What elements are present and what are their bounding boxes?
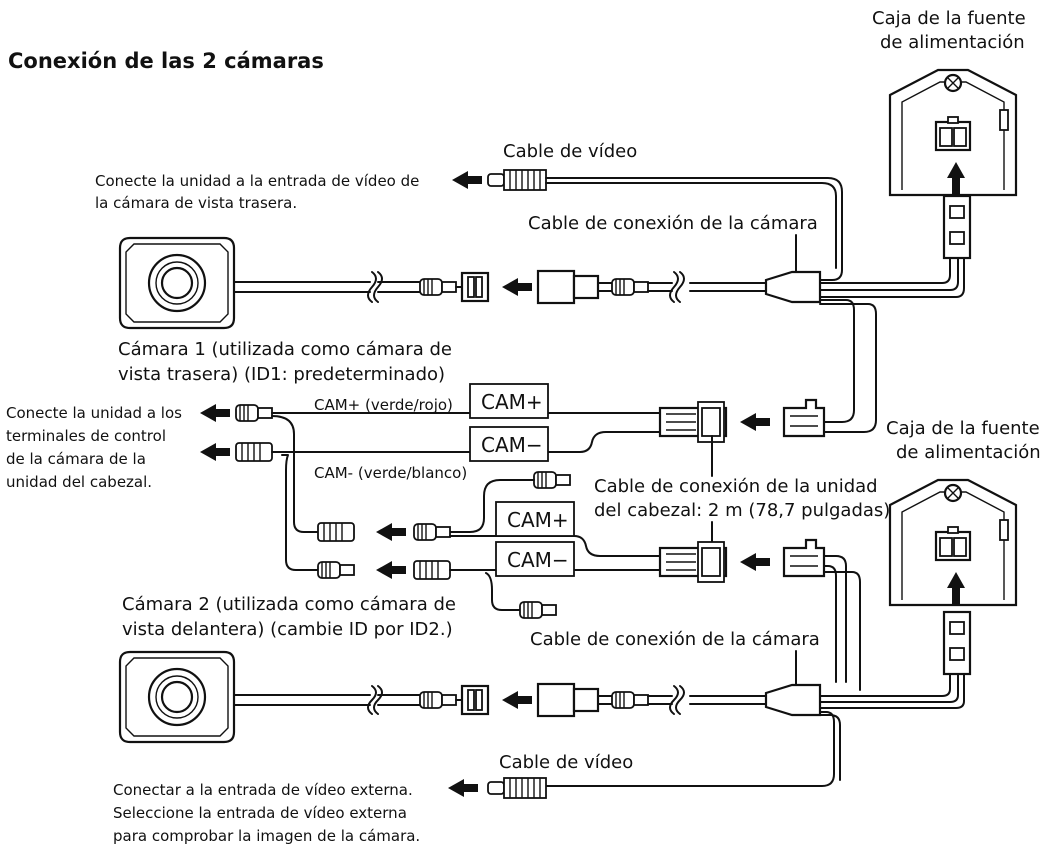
video-cable-label-bottom: Cable de vídeo [499,752,633,773]
cam-branch-wires [271,415,319,571]
svg-text:CAM−: CAM− [507,548,569,572]
connect-external-line2: Seleccione la entrada de vídeo externa [113,804,407,822]
connect-control-line3: de la cámara de la [6,450,146,468]
left-arrow-icon [740,553,770,571]
head-unit-connector-male-2 [658,540,728,584]
camera-2-label-line2: vista delantera) (cambie ID por ID2.) [122,619,453,640]
rca-plug-bottom [487,777,547,799]
control-terminal-plus-1 [235,404,273,422]
control-terminal-minus-1 [235,442,273,462]
video-wire-bottom [545,711,841,787]
control-terminal-minus-2a [317,561,355,579]
camera-1-label-line2: vista trasera) (ID1: predeterminado) [118,364,445,385]
terminal-plus-extra-wire [449,479,535,533]
junction-bottom [764,683,822,717]
power-wire-top [819,257,965,298]
terminal-plus-extra [533,471,571,489]
connect-control-line4: unidad del cabezal. [6,473,152,491]
video-wire-top [545,177,843,281]
power-box-label-top-line1: Caja de la fuente [872,8,1026,29]
control-terminal-plus-2b [413,523,451,541]
connect-control-line1: Conecte la unidad a los [6,404,182,422]
control-terminal-minus-2b [413,560,451,580]
junction-wire-bottom [823,555,861,691]
head-unit-connector-female-2 [782,538,826,578]
power-box-label-bottom-line1: Caja de la fuente [886,418,1040,439]
connect-external-line3: para comprobar la imagen de la cámara. [113,827,420,845]
camera-cable-wire-bottom [647,695,767,705]
plug-camera-2 [419,691,457,709]
camera-cable-wire-top [647,282,767,292]
left-arrow-icon [200,443,230,461]
break-mark [367,271,383,303]
adapter-2 [536,682,600,718]
camera-2 [118,650,236,744]
head-unit-cable-label-line1: Cable de conexión de la unidad [594,476,878,497]
plug-cable-2 [611,691,649,709]
cam-minus-wire-label: CAM- (verde/blanco) [314,464,467,482]
power-connector-top [942,194,972,260]
cam-minus-wire-1 [271,431,661,453]
left-arrow-icon [376,523,406,541]
cam-tag-minus-1: CAM− [469,426,549,462]
adapter-1 [536,269,600,305]
svg-text:CAM+: CAM+ [481,390,543,414]
rca-plug-top [487,169,547,191]
plug-cable-1 [611,278,649,296]
camera-2-wire-a [233,694,421,706]
head-unit-cable-label-line2: del cabezal: 2 m (78,7 pulgadas) [594,500,890,521]
adapter-2-wire [597,695,613,705]
video-cable-label-top: Cable de vídeo [503,141,637,162]
left-arrow-icon [452,171,482,189]
plug-camera-1 [419,278,457,296]
cam-tag-plus-1: CAM+ [469,383,549,419]
power-box-label-top-line2: de alimentación [880,32,1025,53]
break-mark [367,685,383,715]
left-arrow-icon [740,413,770,431]
terminal-minus-extra [519,601,557,619]
left-arrow-icon [200,404,230,422]
left-arrow-icon [502,691,532,709]
head-unit-connector-female-1 [782,398,826,438]
control-terminal-plus-2a [317,522,355,542]
svg-text:CAM+: CAM+ [507,508,569,532]
cam-tag-minus-2: CAM− [495,541,575,577]
camera-1-label-line1: Cámara 1 (utilizada como cámara de [118,339,452,360]
cam-plus-wire-label: CAM+ (verde/rojo) [314,396,453,414]
cam-tag-plus-2: CAM+ [495,501,575,537]
junction-top [764,270,822,304]
connect-external-line1: Conectar a la entrada de vídeo externa. [113,781,413,799]
adapter-1-wire [597,282,613,292]
break-mark [669,271,685,303]
power-wire-bottom [819,673,965,709]
junction-wire-top [819,299,877,433]
cam-plus-wire-2 [449,535,661,557]
camera-cable-label-bottom: Cable de conexión de la cámara [530,629,820,650]
svg-text:CAM−: CAM− [481,433,543,457]
camera-1 [118,236,236,330]
left-arrow-icon [448,779,478,797]
diagram-title: Conexión de las 2 cámaras [8,49,324,73]
power-box-label-bottom-line2: de alimentación [896,442,1041,463]
break-mark [669,685,685,715]
connect-rear-camera-line1: Conecte la unidad a la entrada de vídeo … [95,172,419,190]
cam-minus-branch [485,572,521,611]
camera-1-wire-a [233,281,421,293]
left-arrow-icon [376,561,406,579]
head-unit-connector-male-1 [658,400,728,444]
camera-connector-1 [460,271,490,303]
connect-control-line2: terminales de control [6,427,166,445]
connect-rear-camera-line2: la cámara de vista trasera. [95,194,297,212]
camera-cable-label-top: Cable de conexión de la cámara [528,213,818,234]
power-connector-bottom [942,610,972,676]
camera-2-label-line1: Cámara 2 (utilizada como cámara de [122,594,456,615]
left-arrow-icon [502,278,532,296]
camera-connector-2 [460,684,490,716]
